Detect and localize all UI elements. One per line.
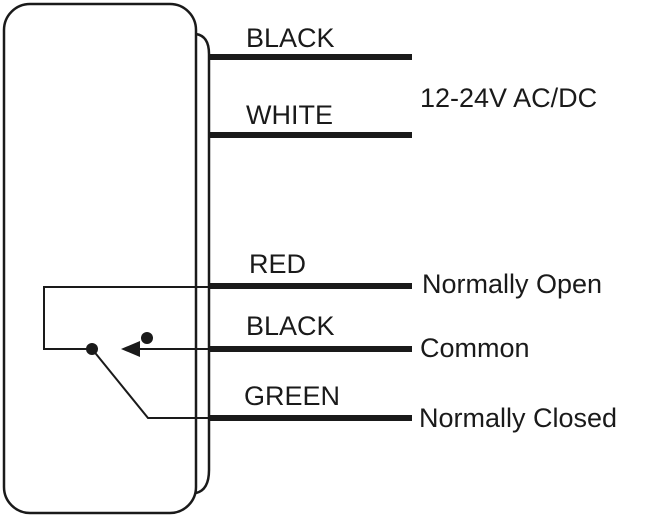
device-body bbox=[2, 2, 198, 515]
wire-label-white: WHITE bbox=[246, 100, 333, 130]
relay-no-path bbox=[43, 286, 209, 350]
relay-switch-arm bbox=[91, 348, 209, 419]
wire-label-black-1: BLACK bbox=[246, 23, 335, 53]
wire-label-black-2: BLACK bbox=[246, 311, 335, 341]
relay-arrow-icon bbox=[121, 341, 140, 357]
terminal-label-common: Common bbox=[420, 333, 530, 363]
wire-label-red: RED bbox=[249, 249, 306, 279]
terminal-label-normally-open: Normally Open bbox=[422, 269, 602, 299]
relay-common-contact bbox=[141, 332, 153, 344]
terminal-label-normally-closed: Normally Closed bbox=[419, 403, 617, 433]
power-label: 12-24V AC/DC bbox=[420, 83, 597, 113]
wire-label-green: GREEN bbox=[244, 381, 340, 411]
device-back-edge bbox=[195, 32, 211, 495]
